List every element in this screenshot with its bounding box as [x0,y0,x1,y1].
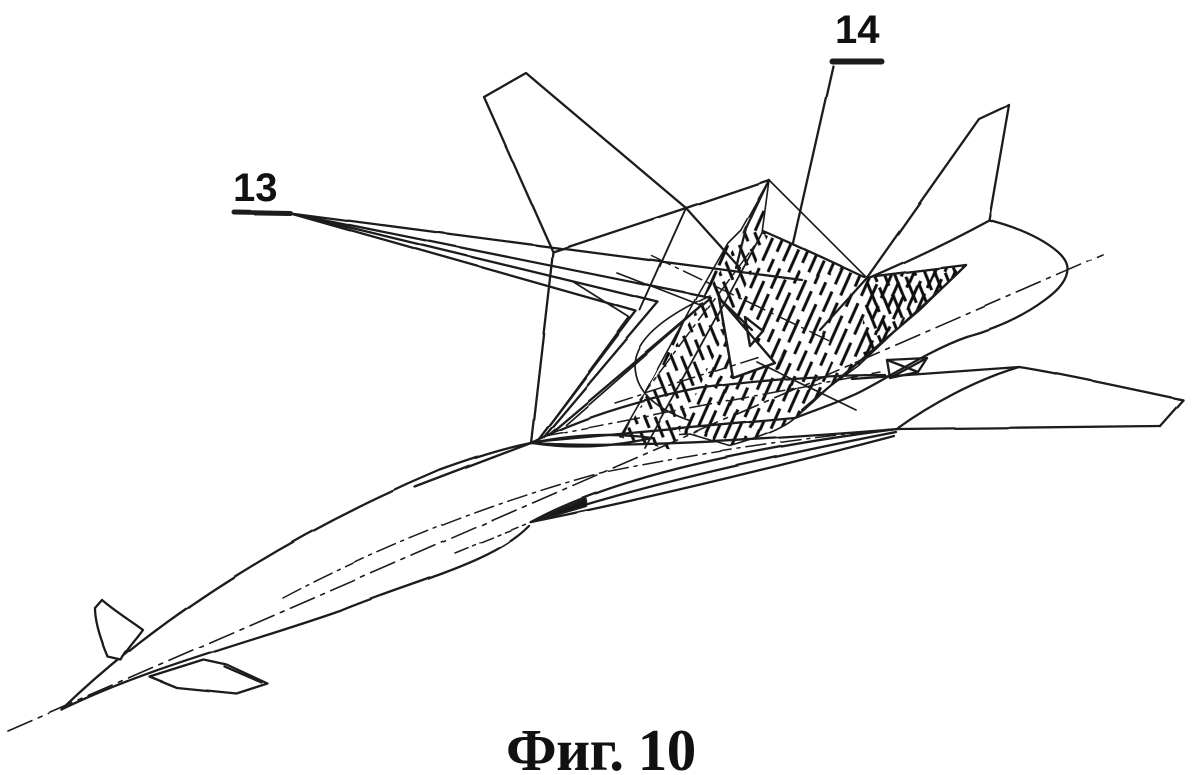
svg-text:13: 13 [233,166,278,210]
svg-text:Фиг. 10: Фиг. 10 [506,717,696,775]
svg-text:14: 14 [835,8,880,52]
